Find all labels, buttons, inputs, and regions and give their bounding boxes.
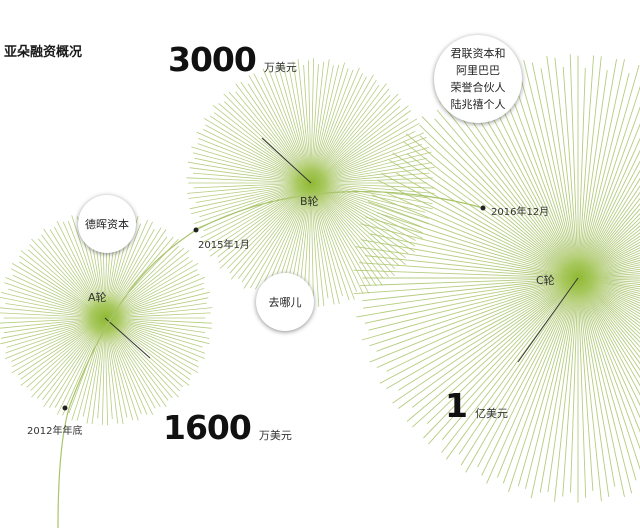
connector-line	[104, 317, 151, 359]
burst-a	[0, 210, 213, 426]
round-a-date: 2012年年底	[27, 426, 83, 437]
round-c-amount-unit: 亿美元	[474, 407, 508, 420]
round-c-amount: 1 亿美元	[445, 386, 508, 425]
round-a-label: A轮	[88, 291, 107, 304]
round-a-amount: 1600 万美元	[163, 408, 292, 447]
investor-line: 去哪儿	[268, 295, 302, 309]
investor-bubble-a: 德晖资本	[78, 195, 136, 253]
round-b-label: B轮	[300, 195, 319, 208]
investor-line: 阿里巴巴	[456, 64, 500, 77]
connector-line	[261, 137, 312, 184]
page-title: 亚朵融资概况	[4, 45, 83, 60]
burst-b	[186, 58, 435, 308]
investor-line: 陆兆禧个人	[450, 98, 506, 111]
investor-line: 德晖资本	[85, 217, 129, 231]
round-b-amount-unit: 万美元	[263, 61, 297, 74]
burst-c	[353, 54, 640, 503]
round-c-date: 2016年12月	[491, 207, 550, 218]
timeline-curve	[57, 191, 484, 528]
round-b-amount: 3000 万美元	[168, 40, 297, 79]
round-b-date: 2015年1月	[198, 240, 250, 251]
round-b-amount-value: 3000	[168, 40, 257, 79]
round-c-amount-value: 1	[445, 386, 468, 425]
connector-line	[517, 277, 579, 363]
investor-bubble-c: 君联资本和 阿里巴巴 荣誉合伙人 陆兆禧个人	[434, 35, 522, 123]
round-a-amount-unit: 万美元	[258, 429, 292, 442]
investor-line: 君联资本和	[450, 47, 506, 60]
investor-line: 荣誉合伙人	[450, 81, 506, 94]
round-a-amount-value: 1600	[163, 408, 252, 447]
timeline-dot	[480, 205, 486, 211]
round-c-label: C轮	[536, 274, 555, 287]
timeline-dot	[62, 405, 68, 411]
timeline-dot	[193, 227, 199, 233]
investor-bubble-b: 去哪儿	[256, 273, 314, 331]
